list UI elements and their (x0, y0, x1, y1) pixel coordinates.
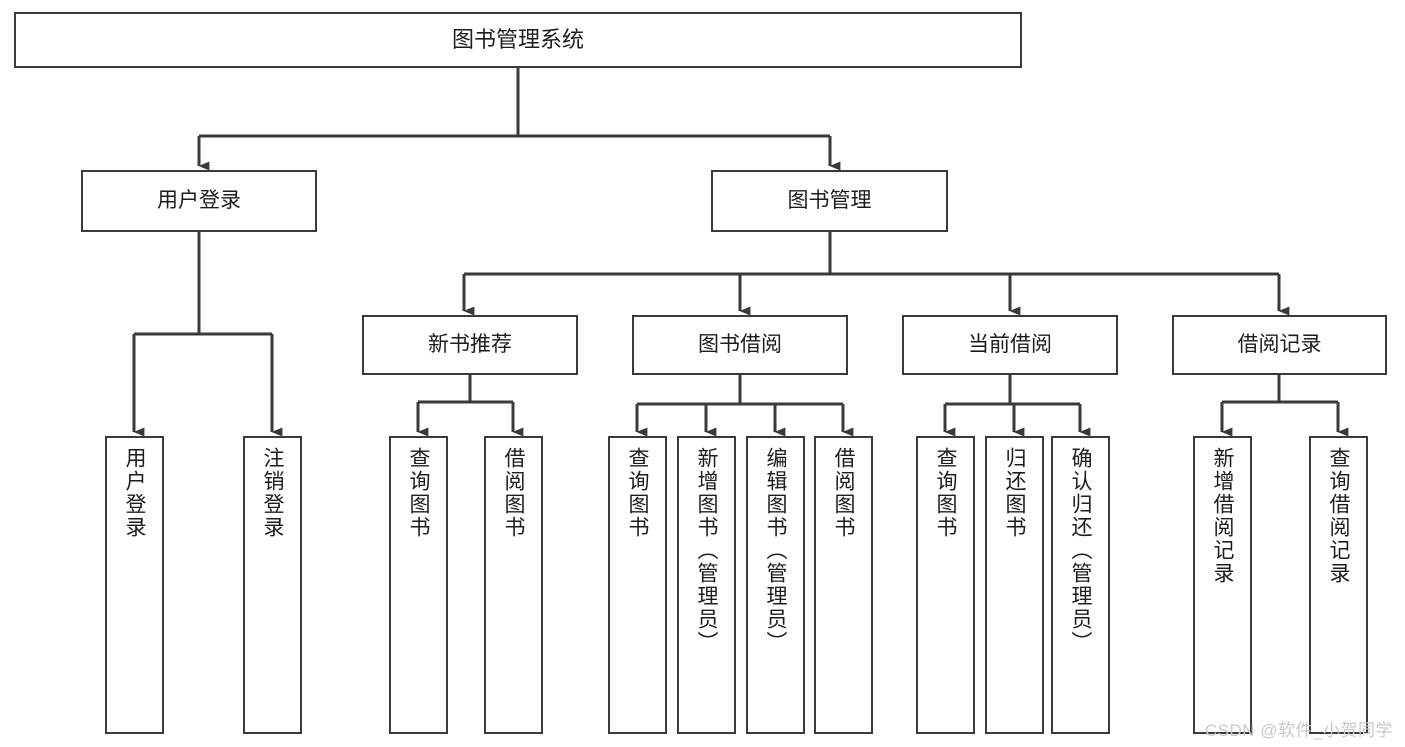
node-label: 图书管理系统 (451, 27, 584, 53)
node-label: 查询图书 (407, 447, 430, 539)
node-label: 图书借阅 (698, 332, 782, 356)
node-leaf-query-book-1[interactable]: 查询图书 (389, 436, 448, 734)
node-label: 借阅记录 (1237, 332, 1322, 356)
node-leaf-add-record[interactable]: 新增借阅记录 (1193, 436, 1252, 734)
node-label: 用户登录 (157, 188, 241, 212)
node-leaf-confirm-return[interactable]: 确认归还（管理员） (1051, 436, 1110, 734)
node-label: 新增借阅记录 (1211, 447, 1234, 585)
node-label: 图书管理 (787, 188, 872, 212)
node-leaf-query-book-2[interactable]: 查询图书 (608, 436, 667, 734)
node-book-manage[interactable]: 图书管理 (711, 170, 948, 232)
node-label: 用户登录 (123, 447, 146, 539)
node-label: 借阅图书 (502, 447, 525, 539)
node-label: 归还图书 (1003, 447, 1026, 539)
csdn-watermark: CSDN @软件_小贺同学 (1204, 721, 1393, 740)
node-label: 注销登录 (261, 447, 284, 539)
node-leaf-add-book[interactable]: 新增图书（管理员） (677, 436, 736, 734)
node-label: 新增图书（管理员） (695, 447, 718, 654)
node-label: 确认归还（管理员） (1069, 447, 1092, 654)
node-leaf-borrow-book-1[interactable]: 借阅图书 (484, 436, 543, 734)
node-leaf-query-book-3[interactable]: 查询图书 (916, 436, 975, 734)
node-leaf-return-book[interactable]: 归还图书 (985, 436, 1044, 734)
node-label: 查询借阅记录 (1327, 447, 1350, 585)
node-label: 编辑图书（管理员） (764, 447, 787, 654)
node-leaf-borrow-book-2[interactable]: 借阅图书 (814, 436, 873, 734)
node-user-login[interactable]: 用户登录 (81, 170, 317, 232)
node-current-borrow[interactable]: 当前借阅 (902, 315, 1118, 375)
node-label: 借阅图书 (832, 447, 855, 539)
node-new-book-recommend[interactable]: 新书推荐 (362, 315, 578, 375)
node-leaf-query-record[interactable]: 查询借阅记录 (1309, 436, 1368, 734)
node-book-borrow[interactable]: 图书借阅 (632, 315, 848, 375)
node-leaf-edit-book[interactable]: 编辑图书（管理员） (746, 436, 805, 734)
node-root-system[interactable]: 图书管理系统 (14, 12, 1022, 68)
node-label: 查询图书 (934, 447, 957, 539)
node-label: 新书推荐 (428, 332, 512, 356)
node-leaf-logout-login[interactable]: 注销登录 (243, 436, 302, 734)
node-label: 当前借阅 (968, 332, 1052, 356)
node-leaf-user-login[interactable]: 用户登录 (105, 436, 164, 734)
node-label: 查询图书 (626, 447, 649, 539)
node-borrow-record[interactable]: 借阅记录 (1172, 315, 1387, 375)
